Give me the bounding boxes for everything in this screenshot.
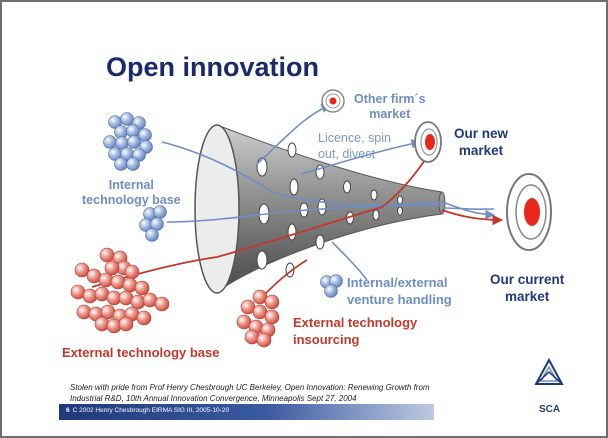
ball bbox=[118, 316, 134, 332]
ball bbox=[127, 135, 141, 149]
internal-technology-balls bbox=[103, 112, 343, 298]
ball bbox=[103, 135, 117, 149]
ball bbox=[120, 112, 134, 126]
target-other-firms-market bbox=[321, 89, 345, 113]
ball bbox=[154, 296, 170, 312]
ball bbox=[264, 294, 280, 310]
ball bbox=[126, 157, 140, 171]
target-our-current-market bbox=[506, 173, 552, 251]
ball bbox=[74, 262, 90, 278]
label-venture-handling: Internal/external venture handling bbox=[347, 275, 452, 307]
label-our-current-market: Our current market bbox=[490, 272, 565, 304]
ball bbox=[134, 280, 150, 296]
ball bbox=[98, 272, 114, 288]
sca-logo-text: SCA bbox=[539, 404, 561, 415]
ball bbox=[324, 284, 338, 298]
funnel-mouth bbox=[194, 124, 240, 294]
ball bbox=[76, 304, 92, 320]
ball bbox=[106, 318, 122, 334]
ball bbox=[114, 157, 128, 171]
ball bbox=[138, 128, 152, 142]
ball bbox=[244, 329, 260, 345]
ball bbox=[99, 247, 115, 263]
ball bbox=[94, 316, 110, 332]
ball bbox=[264, 309, 280, 325]
ball bbox=[122, 277, 138, 293]
page-number: 6 bbox=[66, 407, 70, 414]
ball bbox=[110, 274, 126, 290]
label-internal-technology-base: Internal technology base bbox=[82, 178, 181, 207]
label-external-technology-base: External technology base bbox=[62, 345, 220, 360]
ball bbox=[124, 264, 140, 280]
label-other-firms-market: Other firm´s market bbox=[354, 92, 426, 121]
label-external-technology-insourcing: External technology insourcing bbox=[293, 315, 418, 347]
label-our-new-market: Our new market bbox=[454, 126, 509, 158]
ball bbox=[256, 332, 272, 348]
internal-flow-lines bbox=[161, 103, 495, 281]
label-licence-spin-out: Licence, spin out, divest bbox=[318, 131, 391, 161]
external-technology-balls bbox=[70, 247, 280, 348]
target-our-new-market bbox=[414, 121, 442, 163]
page-title: Open innovation bbox=[106, 52, 319, 82]
source-credit: Stolen with pride from Prof Henry Chesbr… bbox=[70, 383, 430, 403]
ball bbox=[136, 310, 152, 326]
ball bbox=[145, 228, 159, 242]
sca-logo-icon bbox=[534, 357, 564, 385]
ball bbox=[82, 288, 98, 304]
ball bbox=[104, 260, 120, 276]
